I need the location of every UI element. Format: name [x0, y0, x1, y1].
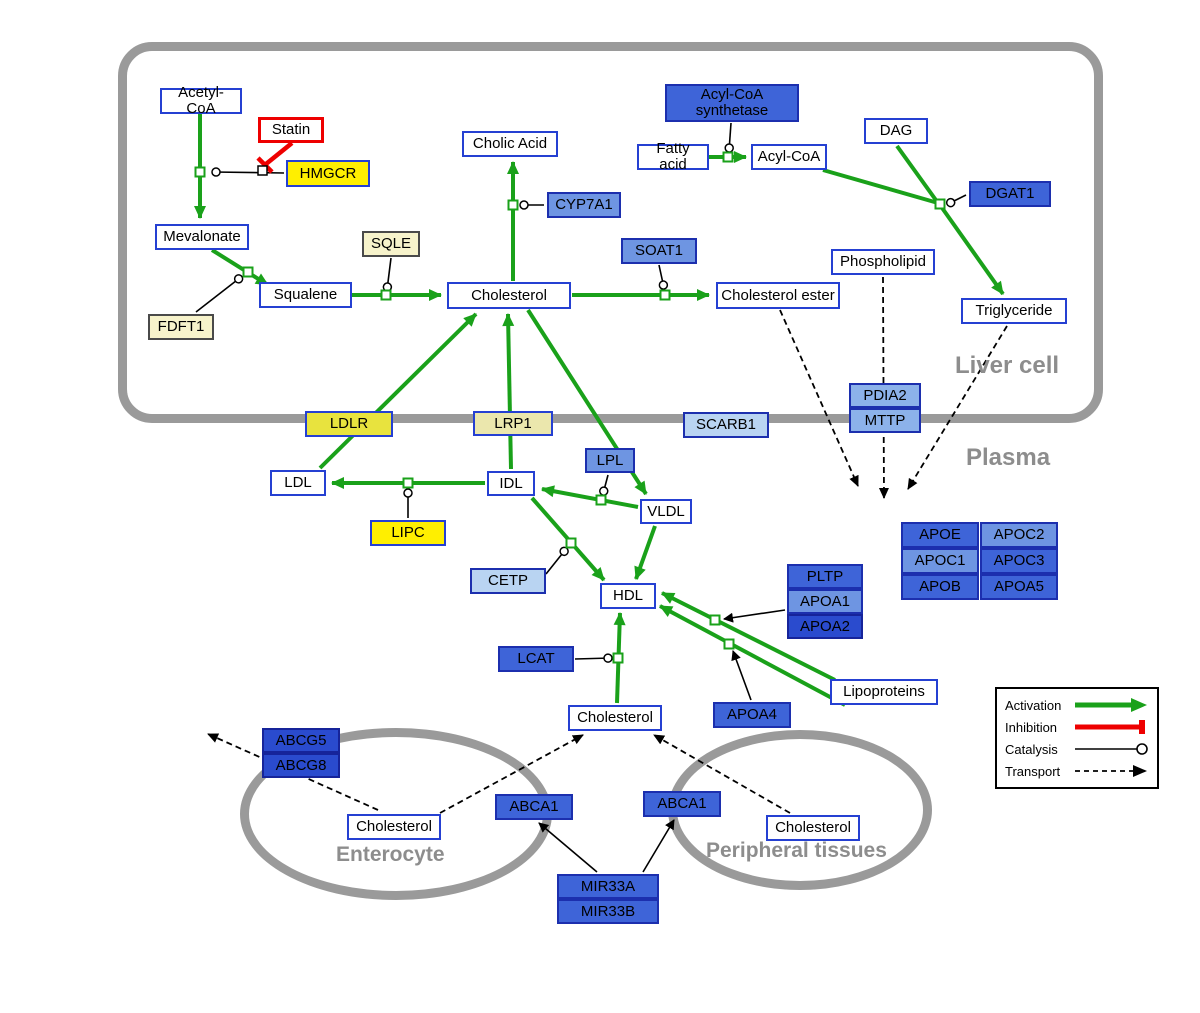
liver-cell-membrane	[118, 42, 1103, 423]
node-cholesterol-peripheral[interactable]: Cholesterol	[766, 815, 860, 841]
node-squalene[interactable]: Squalene	[259, 282, 352, 308]
node-soat1[interactable]: SOAT1	[621, 238, 697, 264]
node-mir33a[interactable]: MIR33A	[557, 874, 659, 899]
node-pltp[interactable]: PLTP	[787, 564, 863, 589]
legend-row-catalysis: Catalysis	[1005, 739, 1149, 759]
legend-inhibition-label: Inhibition	[1005, 719, 1058, 735]
legend-row-transport: Transport	[1005, 761, 1149, 781]
catalysis-circle-icon	[1075, 743, 1148, 755]
legend-transport-label: Transport	[1005, 763, 1061, 779]
node-apoc2[interactable]: APOC2	[980, 522, 1058, 548]
node-apoa4[interactable]: APOA4	[713, 702, 791, 728]
node-acetyl-coa[interactable]: Acetyl-CoA	[160, 85, 242, 116]
node-fdft1[interactable]: FDFT1	[148, 314, 214, 340]
node-ldl[interactable]: LDL	[270, 470, 326, 496]
node-lcat[interactable]: LCAT	[498, 646, 574, 672]
node-mttp[interactable]: MTTP	[849, 408, 921, 433]
legend-catalysis-label: Catalysis	[1005, 741, 1058, 757]
node-scarb1[interactable]: SCARB1	[683, 412, 769, 438]
node-acyl-coa-synthetase[interactable]: Acyl-CoA synthetase	[665, 84, 799, 122]
activation-arrow-icon	[1075, 698, 1147, 712]
node-sqle[interactable]: SQLE	[362, 231, 420, 257]
node-vldl[interactable]: VLDL	[640, 499, 692, 524]
transport-dashed-arrow-icon	[1075, 765, 1147, 777]
node-abcg8[interactable]: ABCG8	[262, 753, 340, 778]
node-apoa2[interactable]: APOA2	[787, 614, 863, 639]
node-statin[interactable]: Statin	[258, 117, 324, 143]
node-cyp7a1[interactable]: CYP7A1	[547, 192, 621, 218]
node-lipoproteins[interactable]: Lipoproteins	[830, 679, 938, 705]
node-pdia2[interactable]: PDIA2	[849, 383, 921, 408]
node-cholic-acid[interactable]: Cholic Acid	[462, 131, 558, 157]
node-abca1-peripheral[interactable]: ABCA1	[643, 791, 721, 817]
legend-activation-label: Activation	[1005, 697, 1062, 713]
legend-row-activation: Activation	[1005, 695, 1149, 715]
node-phospholipid[interactable]: Phospholipid	[831, 249, 935, 275]
legend-row-inhibition: Inhibition	[1005, 717, 1149, 737]
node-apoa5[interactable]: APOA5	[980, 574, 1058, 600]
node-hdl[interactable]: HDL	[600, 583, 656, 609]
node-abca1-enterocyte[interactable]: ABCA1	[495, 794, 573, 820]
node-cholesterol-ester[interactable]: Cholesterol ester	[716, 282, 840, 309]
node-apoc1[interactable]: APOC1	[901, 548, 979, 574]
node-mir33b[interactable]: MIR33B	[557, 899, 659, 924]
node-cetp[interactable]: CETP	[470, 568, 546, 594]
node-hmgcr[interactable]: HMGCR	[286, 160, 370, 187]
node-triglyceride[interactable]: Triglyceride	[961, 298, 1067, 324]
node-cholesterol-liver[interactable]: Cholesterol	[447, 282, 571, 309]
node-lipc[interactable]: LIPC	[370, 520, 446, 546]
node-apoc3[interactable]: APOC3	[980, 548, 1058, 574]
node-lrp1[interactable]: LRP1	[473, 411, 553, 436]
node-cholesterol-enterocyte[interactable]: Cholesterol	[347, 814, 441, 840]
node-ldlr[interactable]: LDLR	[305, 411, 393, 437]
plasma-label: Plasma	[966, 444, 1051, 471]
node-abcg5[interactable]: ABCG5	[262, 728, 340, 753]
node-apob[interactable]: APOB	[901, 574, 979, 600]
node-dag[interactable]: DAG	[864, 118, 928, 144]
node-dgat1[interactable]: DGAT1	[969, 181, 1051, 207]
node-acyl-coa[interactable]: Acyl-CoA	[751, 144, 827, 170]
node-lpl[interactable]: LPL	[585, 448, 635, 473]
node-apoe[interactable]: APOE	[901, 522, 979, 548]
node-apoa1[interactable]: APOA1	[787, 589, 863, 614]
node-idl[interactable]: IDL	[487, 471, 535, 496]
node-cholesterol-plasma[interactable]: Cholesterol	[568, 705, 662, 731]
node-fatty-acid[interactable]: Fatty acid	[637, 141, 709, 172]
node-mevalonate[interactable]: Mevalonate	[155, 224, 249, 250]
inhibition-tbar-icon	[1075, 720, 1145, 734]
legend: Activation Inhibition Catalysis Transpor…	[995, 687, 1159, 789]
